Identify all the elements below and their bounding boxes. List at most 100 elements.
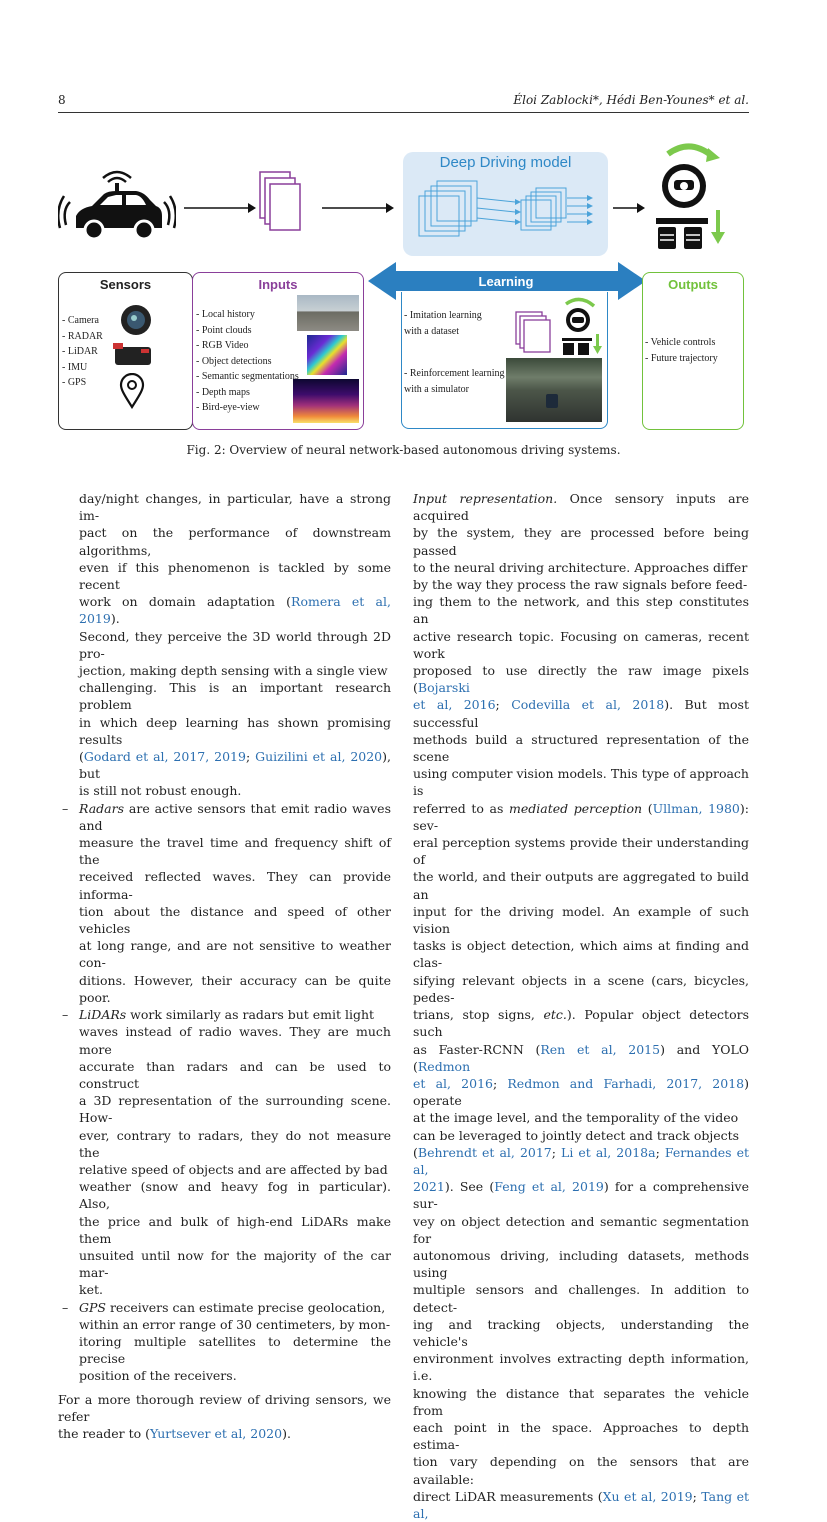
text-line: at long range, and are not sensitive to … (79, 938, 391, 971)
list-item: - GPS (62, 377, 87, 388)
text-line: measure the travel time and frequency sh… (79, 835, 391, 868)
citation-link[interactable]: Redmon (417, 1058, 471, 1074)
citation-link[interactable]: Bojarski (417, 680, 470, 696)
list-item: - Camera (62, 315, 99, 326)
text-line: ket. (79, 1282, 103, 1298)
text-line: multiple sensors and challenges. In addi… (413, 1282, 749, 1315)
figure-caption: Fig. 2: Overview of neural network-based… (186, 443, 621, 457)
text-line: ever, contrary to radars, they do not me… (79, 1127, 391, 1160)
citation-link[interactable]: et al, 2016 (413, 697, 496, 713)
simulator-screenshot (506, 358, 602, 422)
steering-wheel-icon (656, 143, 725, 249)
text-line: relative speed of objects and are affect… (79, 1161, 388, 1177)
text-line: at the image level, and the temporality … (413, 1110, 739, 1126)
text-line: referred to as mediated perception (Ullm… (413, 800, 749, 833)
learning-text: - Imitation learning (404, 310, 482, 321)
depth-map-thumbnail (293, 379, 359, 423)
citation-link[interactable]: et al, 2016 (413, 1075, 493, 1091)
citation-link[interactable]: Codevilla et al, 2018 (511, 697, 665, 713)
bullet-radars: – Radars are active sensors that emit ra… (62, 800, 391, 1005)
outputs-title: Outputs (668, 277, 718, 292)
citation-link[interactable]: Xu et al, 2019 (602, 1488, 693, 1504)
text-line: direct LiDAR measurements (Xu et al, 201… (413, 1488, 750, 1521)
list-item: - Vehicle controls (645, 337, 716, 348)
text-line: is still not robust enough. (79, 783, 242, 799)
text-line: challenging. This is an important resear… (79, 680, 391, 713)
text-line: using computer vision models. This type … (413, 766, 749, 799)
flow-arrow (184, 203, 256, 213)
text-line: to the neural driving architecture. Appr… (413, 559, 748, 575)
bullet-gps: – GPS receivers can estimate precise geo… (62, 1299, 391, 1384)
text-line: tion vary depending on the sensors that … (413, 1454, 749, 1487)
list-item: - Depth maps (196, 386, 250, 398)
frames-stack-icon (259, 171, 301, 231)
learning-item-imitation: - Imitation learning with a dataset (404, 308, 482, 339)
text-line: eral perception systems provide their un… (413, 835, 749, 868)
text-line: For a more thorough review of driving se… (58, 1391, 391, 1424)
text-line: a 3D representation of the surrounding s… (79, 1093, 391, 1126)
learning-title: Learning (478, 274, 534, 289)
citation-link[interactable]: Guizilini et al, 2020 (255, 749, 383, 765)
text-line: (Behrendt et al, 2017; Li et al, 2018a; … (413, 1144, 750, 1177)
text-line: tion about the distance and speed of oth… (79, 903, 391, 937)
text-line: by the way they process the raw signals … (413, 577, 748, 593)
lidar-device-icon (113, 343, 151, 365)
text-line: as Faster-RCNN (Ren et al, 2015) and YOL… (413, 1041, 749, 1074)
text-line: 2021). See (Feng et al, 2019) for a comp… (413, 1179, 749, 1212)
citation-link[interactable]: Godard et al, 2017, 2019 (83, 749, 246, 765)
citation-link[interactable]: Romera et al, 2019 (79, 594, 391, 627)
text-line: ing and tracking objects, understanding … (413, 1316, 749, 1349)
dataset-frames-icon (515, 311, 551, 353)
text-line: Radars are active sensors that emit radi… (79, 800, 391, 833)
text-line: et al, 2016; Redmon and Farhadi, 2017, 2… (413, 1075, 750, 1109)
text-line: in which deep learning has shown promisi… (79, 714, 391, 747)
citation-link[interactable]: Ren et al, 2015 (540, 1041, 661, 1057)
text-line: day/night changes, in particular, have a… (79, 491, 391, 524)
citation-link[interactable]: Redmon and Farhadi, 2017, 2018 (507, 1075, 745, 1091)
text-line: active research topic. Focusing on camer… (413, 628, 749, 661)
list-item: - Semantic segmentations (196, 371, 299, 382)
text-line: jection, making depth sensing with a sin… (79, 663, 388, 679)
text-line: sifying relevant objects in a scene (car… (413, 972, 749, 1005)
camera-lens-icon (121, 305, 151, 335)
text-line: within an error range of 30 centimeters,… (79, 1316, 391, 1332)
learning-double-arrow (368, 262, 646, 300)
text-line: methods build a structured representatio… (413, 731, 749, 765)
list-item: - Object detections (196, 355, 272, 367)
text-line: ditions. However, their accuracy can be … (79, 972, 391, 1005)
text-line: Second, they perceive the 3D world throu… (79, 628, 391, 661)
citation-link[interactable]: Ullman, 1980 (652, 800, 740, 816)
text-line: the world, and their outputs are aggrega… (413, 869, 749, 902)
text-line: the reader to (Yurtsever et al, 2020). (58, 1425, 291, 1441)
text-line: weather (snow and heavy fog in particula… (79, 1179, 391, 1212)
bullet-lidars: – LiDARs work similarly as radars but em… (62, 1007, 391, 1298)
street-photo-thumbnail (297, 295, 359, 331)
text-line: received reflected waves. They can provi… (79, 869, 391, 902)
text-line: trians, stop signs, etc.). Popular objec… (413, 1007, 749, 1040)
text-line: environment involves extracting depth in… (413, 1351, 749, 1384)
flow-arrow (613, 203, 645, 213)
flow-arrow (322, 203, 394, 213)
text-line: tasks is object detection, which aims at… (413, 938, 749, 971)
inputs-title: Inputs (258, 277, 298, 292)
citation-link[interactable]: Yurtsever et al, 2020 (150, 1425, 283, 1441)
figure-overview: Deep Driving model Sensors (58, 140, 749, 435)
learning-box: - Imitation learning with a dataset - Re… (401, 292, 608, 429)
list-item: - RADAR (62, 330, 103, 342)
text-line: the price and bulk of high-end LiDARs ma… (79, 1213, 391, 1246)
paragraph-review: For a more thorough review of driving se… (58, 1391, 391, 1443)
learning-text: with a simulator (404, 383, 469, 395)
citation-link[interactable]: Li et al, 2018a (561, 1144, 656, 1160)
deep-model-box: Deep Driving model (403, 152, 608, 256)
text-line: pact on the performance of downstream al… (79, 525, 391, 558)
citation-link[interactable]: Behrendt et al, 2017 (417, 1144, 552, 1160)
citation-link[interactable]: 2021 (413, 1179, 445, 1195)
outputs-box: Outputs - Vehicle controls - Future traj… (642, 272, 744, 430)
list-item: - Local history (196, 309, 255, 320)
list-item: - IMU (62, 361, 88, 373)
text-line: LiDARs work similarly as radars but emit… (79, 1007, 375, 1023)
text-line: unsuited until now for the majority of t… (79, 1247, 391, 1281)
citation-link[interactable]: Feng et al, 2019 (494, 1179, 604, 1195)
author-line: Éloi Zablocki*, Hédi Ben-Younes* et al. (513, 93, 749, 107)
outputs-list: - Vehicle controls - Future trajectory (645, 335, 718, 366)
